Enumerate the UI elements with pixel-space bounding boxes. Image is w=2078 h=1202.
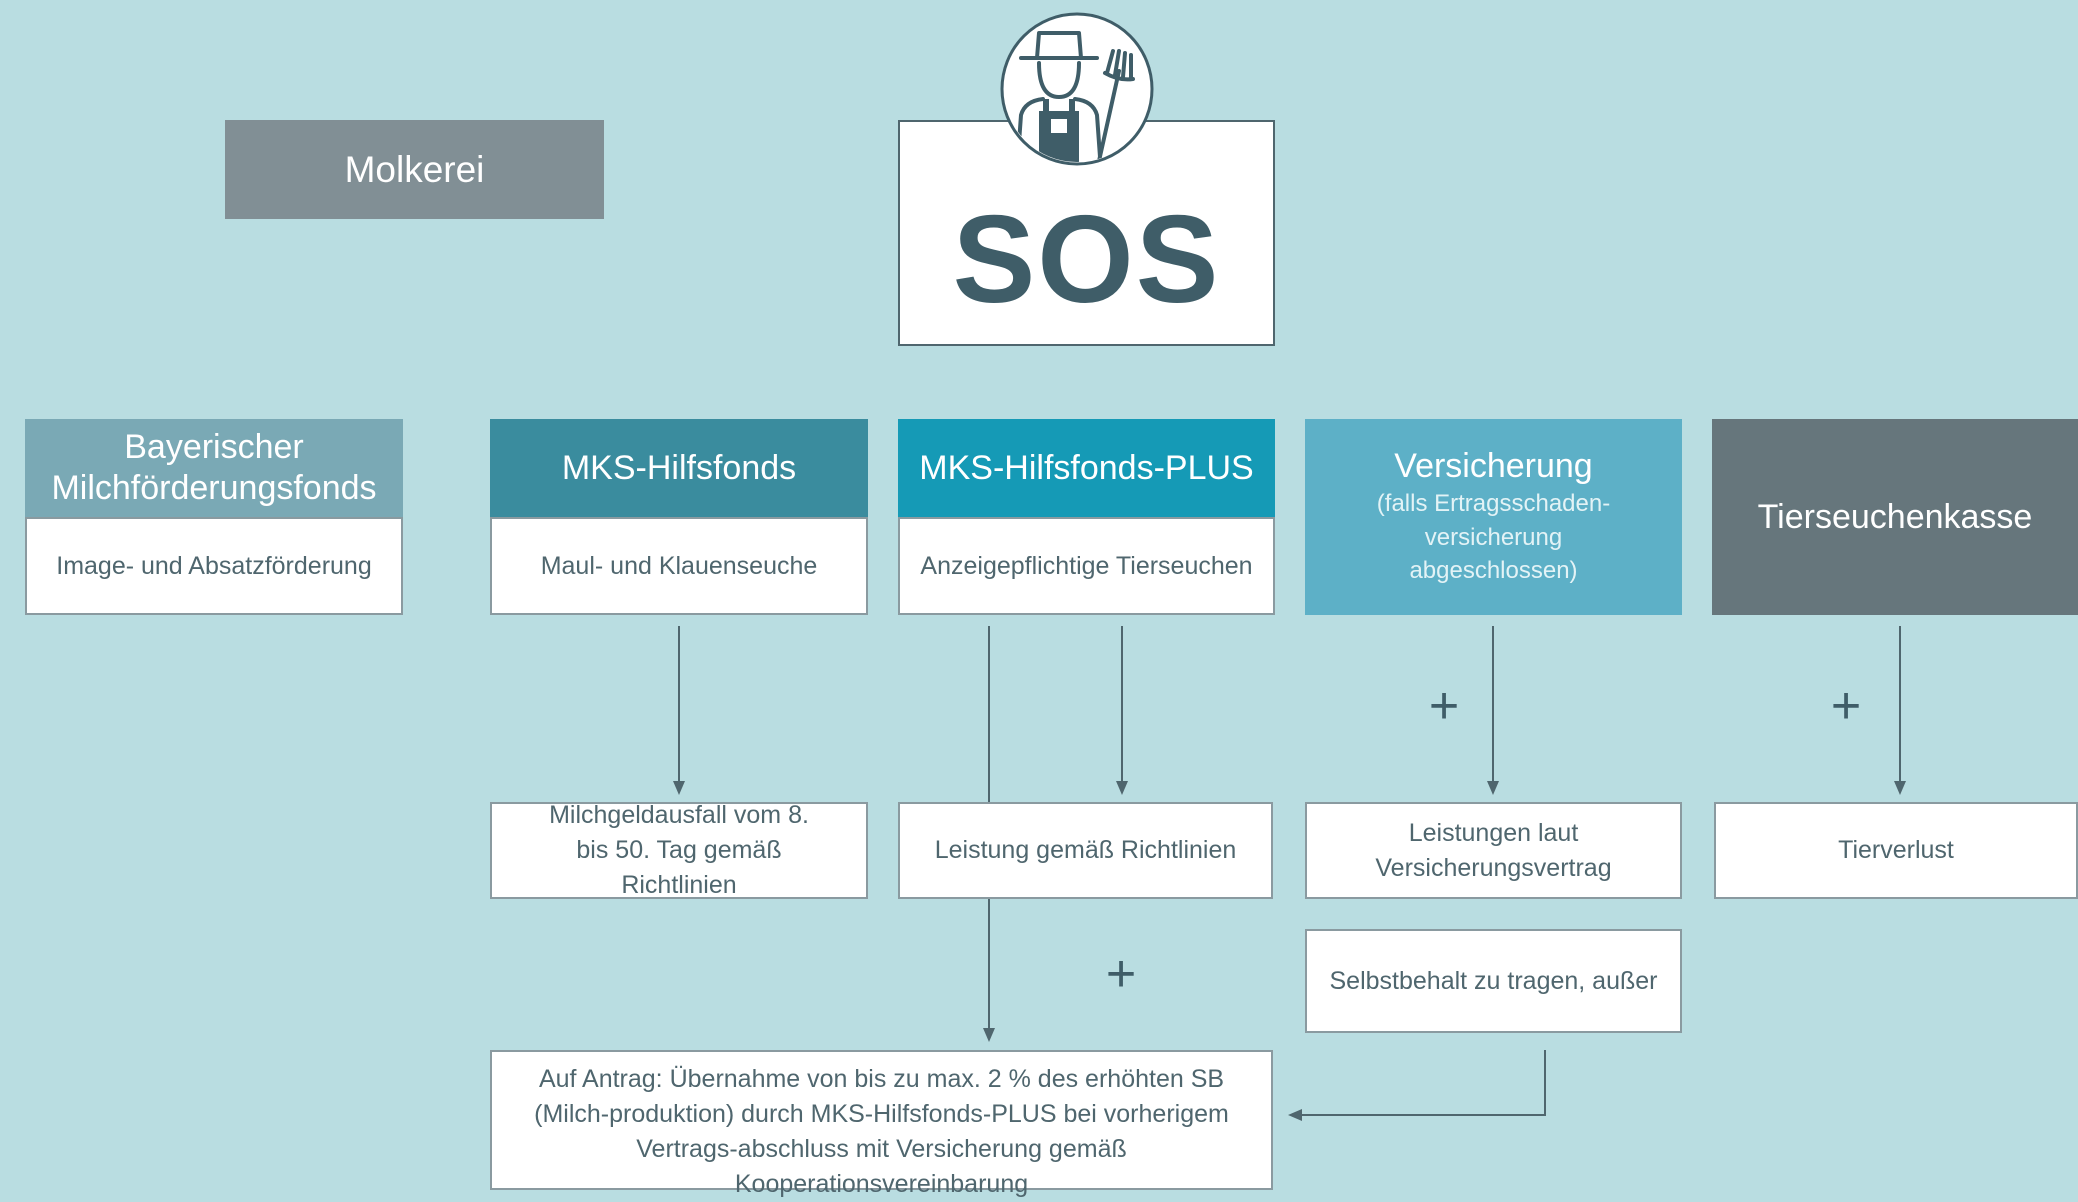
mksplus-body: Anzeigepflichtige Tierseuchen xyxy=(898,517,1275,615)
plus-icon: + xyxy=(1105,945,1137,1003)
result-tierverlust-text: Tierverlust xyxy=(1838,836,1954,864)
result-antrag-text: Auf Antrag: Übernahme von bis zu max. 2 … xyxy=(534,1065,1229,1198)
result-selbstbehalt: Selbstbehalt zu tragen, außer xyxy=(1305,929,1682,1033)
farmer-icon xyxy=(1000,12,1154,166)
mks-header: MKS-Hilfsfonds xyxy=(490,419,868,517)
mks-body: Maul- und Klauenseuche xyxy=(490,517,868,615)
mksplus-header: MKS-Hilfsfonds-PLUS xyxy=(898,419,1275,517)
mksplus-body-text: Anzeigepflichtige Tierseuchen xyxy=(920,551,1253,580)
result-tierverlust: Tierverlust xyxy=(1714,802,2078,899)
result-leistungen-versicherung: Leistungen laut Versicherungsvertrag xyxy=(1305,802,1682,899)
mks-title: MKS-Hilfsfonds xyxy=(561,448,797,487)
sos-box: SOS xyxy=(898,120,1275,346)
bayern-header: Bayerischer Milchförderungsfonds xyxy=(25,419,403,517)
bayern-body-text: Image- und Absatzförderung xyxy=(56,551,372,580)
result-leistung-richtlinien: Leistung gemäß Richtlinien xyxy=(898,802,1273,899)
result-antrag: Auf Antrag: Übernahme von bis zu max. 2 … xyxy=(490,1050,1273,1198)
tierseuchenkasse-header: Tierseuchenkasse xyxy=(1712,419,2078,615)
mks-body-text: Maul- und Klauenseuche xyxy=(540,551,818,580)
versicherung-header: Versicherung (falls Ertragsschaden-versi… xyxy=(1305,419,1682,615)
plus-icon: + xyxy=(1830,677,1862,735)
versicherung-title: Versicherung xyxy=(1394,447,1593,486)
arrow-selbstbehalt xyxy=(1288,1050,1546,1121)
sos-label: SOS xyxy=(952,191,1221,329)
result-selbstbehalt-text: Selbstbehalt zu tragen, außer xyxy=(1329,966,1658,995)
bayern-body: Image- und Absatzförderung xyxy=(25,517,403,615)
molkerei-box: Molkerei xyxy=(225,120,604,219)
result-leistungen-versicherung-text: Leistungen laut Versicherungsvertrag xyxy=(1375,818,1612,882)
versicherung-subtitle: (falls Ertragsschaden-versicherung abges… xyxy=(1376,490,1611,585)
result-milchgeld: Milchgeldausfall vom 8. bis 50. Tag gemä… xyxy=(490,801,868,899)
plus-icon: + xyxy=(1428,677,1460,735)
result-leistung-richtlinien-text: Leistung gemäß Richtlinien xyxy=(934,836,1237,864)
mksplus-title: MKS-Hilfsfonds-PLUS xyxy=(919,448,1254,487)
molkerei-label: Molkerei xyxy=(344,148,485,190)
tierseuchenkasse-title: Tierseuchenkasse xyxy=(1757,497,2033,536)
result-milchgeld-text: Milchgeldausfall vom 8. bis 50. Tag gemä… xyxy=(549,801,809,899)
bayern-title: Bayerischer Milchförderungsfonds xyxy=(51,428,377,507)
